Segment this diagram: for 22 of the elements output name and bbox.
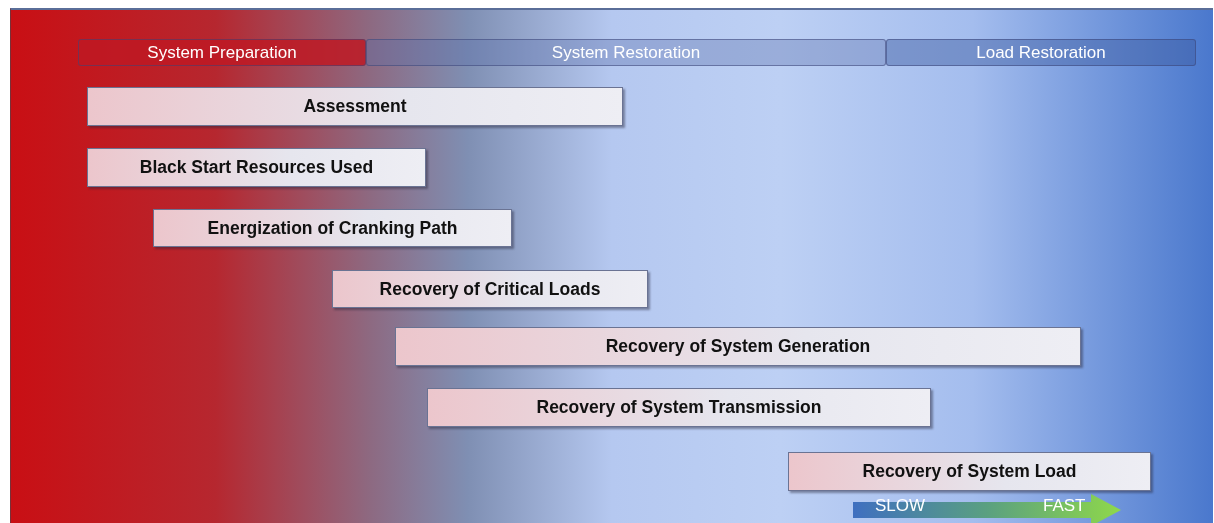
bar-label: Assessment [303, 96, 407, 117]
task-bar [788, 452, 1151, 491]
bar-label: System Restoration [551, 42, 701, 63]
task-bar [153, 209, 512, 247]
phase-band [78, 39, 366, 66]
task-bar [427, 388, 931, 427]
bar-label: Energization of Cranking Path [207, 217, 458, 239]
task-bar [87, 87, 623, 126]
speed-label: FAST [1043, 496, 1086, 516]
bar-label: Black Start Resources Used [139, 157, 374, 178]
bar-label: Recovery of Critical Loads [379, 278, 601, 300]
speed-label: SLOW [875, 496, 926, 516]
task-bar [332, 270, 648, 308]
phase-band [366, 39, 886, 66]
bar-label: Recovery of System Load [862, 461, 1077, 482]
task-bar [87, 148, 426, 187]
bar-label: System Preparation [147, 42, 297, 63]
bar-label: Recovery of System Transmission [536, 397, 822, 418]
phase-band [886, 39, 1196, 66]
task-bar [395, 327, 1081, 366]
bar-label: Recovery of System Generation [605, 336, 871, 357]
bar-label: Load Restoration [976, 42, 1106, 63]
